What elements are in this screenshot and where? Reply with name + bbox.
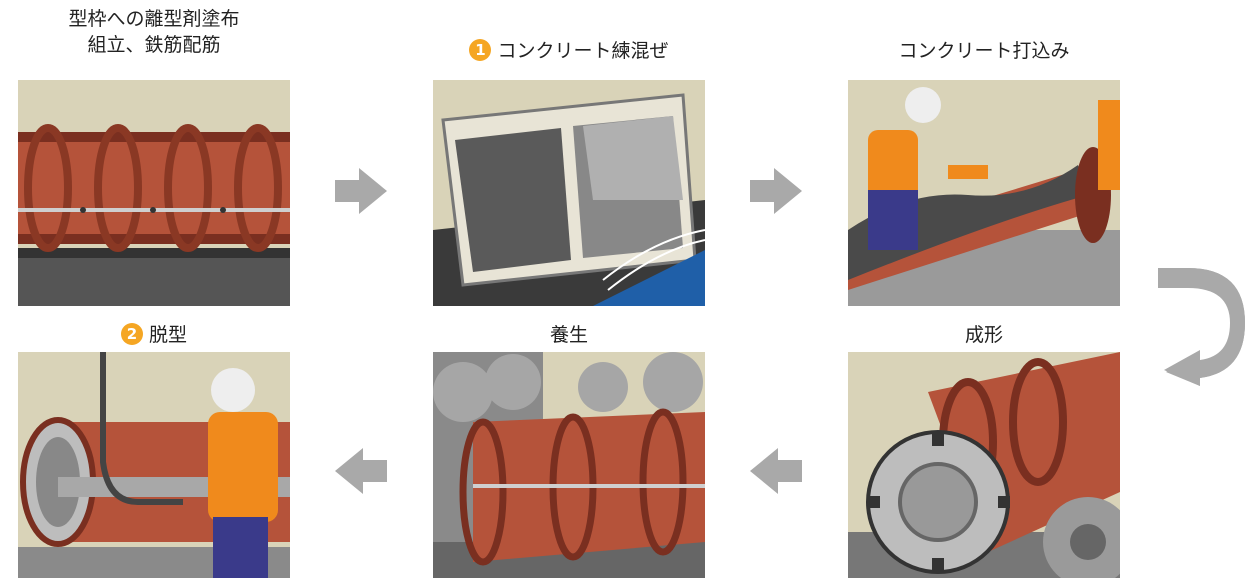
step-label-line1: コンクリート練混ぜ — [497, 40, 669, 62]
step-label-mold-prep: 型枠への離型剤塗布 組立、鉄筋配筋 — [18, 6, 290, 58]
step-label-pouring: コンクリート打込み — [848, 38, 1120, 64]
panel-pouring — [848, 80, 1120, 306]
arrow-right-icon — [335, 168, 387, 218]
step-label-forming: 成形 — [848, 322, 1120, 348]
arrow-right-icon — [750, 168, 802, 218]
arrow-left-icon — [335, 448, 387, 498]
step-label-line1: コンクリート打込み — [898, 40, 1070, 62]
panel-demolding — [18, 352, 290, 578]
panel-mold-prep — [18, 80, 290, 306]
step-label-line2: 組立、鉄筋配筋 — [87, 34, 221, 56]
step-number-badge: 2 — [120, 323, 143, 345]
step-label-line1: 成形 — [964, 324, 1003, 346]
arrow-curve-down-icon — [1158, 268, 1245, 390]
step-number-badge: 1 — [469, 39, 492, 61]
step-label-line1: 型枠への離型剤塗布 — [68, 8, 240, 30]
panel-forming — [848, 352, 1120, 578]
panel-curing — [433, 352, 705, 578]
arrow-left-icon — [750, 448, 802, 498]
panel-mixing — [433, 80, 705, 306]
step-label-curing: 養生 — [433, 322, 705, 348]
step-label-line1: 養生 — [549, 324, 588, 346]
step-label-line1: 脱型 — [148, 324, 187, 346]
